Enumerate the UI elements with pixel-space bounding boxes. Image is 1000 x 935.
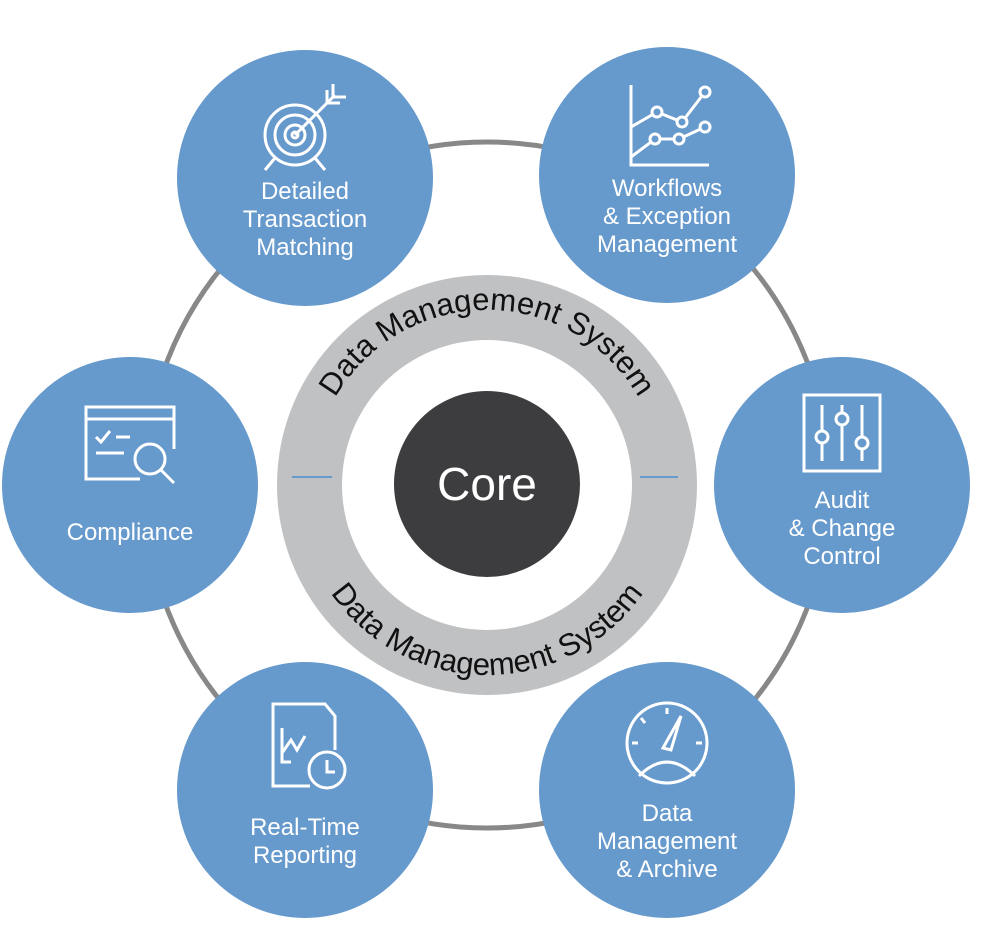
node-label-line: Audit bbox=[814, 487, 870, 514]
node-workflows: Workflows & Exception Management bbox=[539, 47, 795, 303]
core-label: Core bbox=[437, 458, 537, 510]
node-label-line: Management bbox=[596, 828, 738, 855]
node-label-line: & Archive bbox=[616, 856, 718, 883]
node-transaction-matching: Detailed Transaction Matching bbox=[177, 50, 433, 306]
node-label-line: Real-Time bbox=[250, 814, 360, 841]
node-label-line: Data bbox=[641, 800, 693, 827]
node-label-line: & Exception bbox=[602, 203, 732, 230]
line-chart-icon bbox=[629, 85, 712, 167]
node-label-line: Compliance bbox=[66, 519, 194, 546]
gauge-icon bbox=[625, 701, 709, 785]
node-label-line: Control bbox=[803, 543, 881, 570]
node-data-archive: Data Management & Archive bbox=[539, 662, 795, 918]
sliders-icon bbox=[802, 393, 882, 473]
node-label-line: Management bbox=[596, 231, 738, 258]
document-search-icon bbox=[84, 405, 176, 485]
target-icon bbox=[263, 84, 346, 171]
node-label-line: Workflows bbox=[611, 175, 723, 202]
core-circle: Core bbox=[394, 391, 580, 577]
node-compliance: Compliance bbox=[2, 357, 258, 613]
node-label-line: & Change bbox=[788, 515, 896, 542]
node-label-line: Transaction bbox=[242, 206, 368, 233]
node-audit: Audit & Change Control bbox=[714, 357, 970, 613]
node-label-line: Reporting bbox=[252, 842, 358, 869]
node-label-line: Detailed bbox=[260, 178, 350, 205]
node-label-line: Matching bbox=[256, 234, 354, 261]
node-reporting: Real-Time Reporting bbox=[177, 662, 433, 918]
report-clock-icon bbox=[271, 702, 347, 790]
